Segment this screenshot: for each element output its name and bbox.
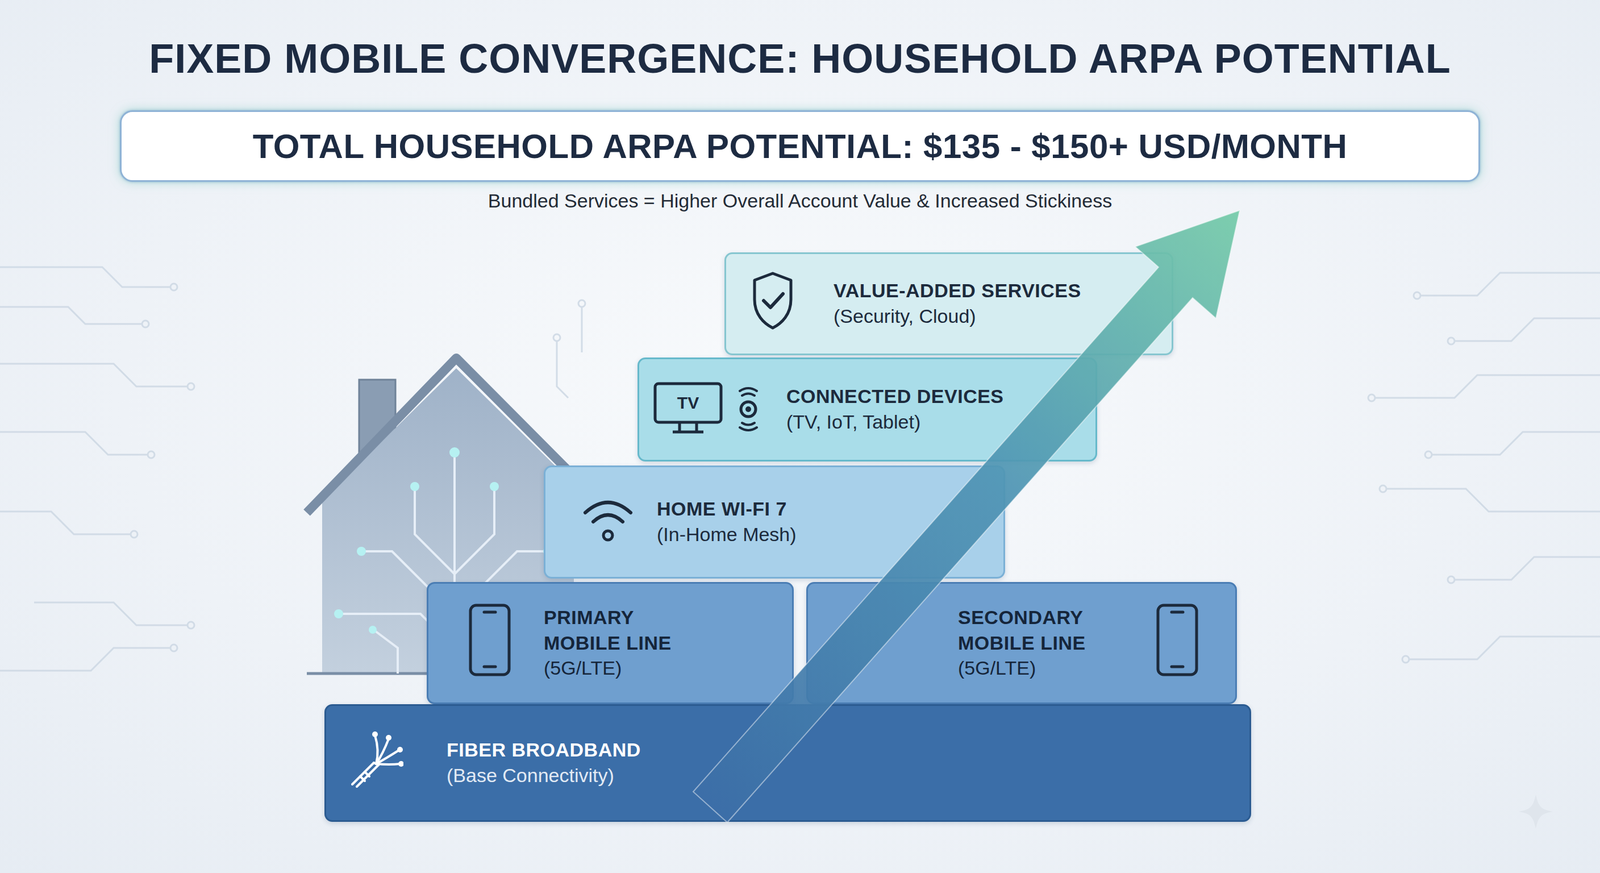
layer-icon <box>1155 602 1199 679</box>
icon-graphic <box>1155 602 1199 677</box>
text-column: PRIMARY MOBILE LINE(5G/LTE) <box>543 583 715 703</box>
service-layer-box: CONNECTED DEVICES(TV, IoT, Tablet) TV <box>637 357 1098 462</box>
layer-icon <box>581 495 635 546</box>
service-layer-box: HOME WI-FI 7(In-Home Mesh) <box>543 465 1006 579</box>
icon-label: TV <box>655 383 722 423</box>
service-layer-box: PRIMARY MOBILE LINE(5G/LTE) <box>426 581 794 704</box>
layer-icon <box>468 602 512 679</box>
total-arpa-text: TOTAL HOUSEHOLD ARPA POTENTIAL: $135 - $… <box>121 111 1479 181</box>
text-column: VALUE-ADDED SERVICES(Security, Cloud) <box>833 253 1082 354</box>
layer-detail: (5G/LTE) <box>543 655 715 682</box>
text-column: FIBER BROADBAND(Base Connectivity) <box>446 705 641 820</box>
layer-detail: (In-Home Mesh) <box>656 521 797 548</box>
layer-icon <box>653 381 768 441</box>
layer-heading: SECONDARY MOBILE LINE <box>957 604 1140 655</box>
text-column: CONNECTED DEVICES(TV, IoT, Tablet) <box>786 359 1004 460</box>
icon-graphic <box>468 602 512 677</box>
diagram-title: FIXED MOBILE CONVERGENCE: HOUSEHOLD ARPA… <box>0 35 1600 82</box>
layer-heading: HOME WI-FI 7 <box>656 496 797 522</box>
layer-icon <box>752 271 794 333</box>
layer-detail: (Base Connectivity) <box>446 762 641 789</box>
layer-heading: FIBER BROADBAND <box>446 736 641 762</box>
icon-graphic <box>348 730 404 788</box>
layer-detail: (Security, Cloud) <box>833 303 1082 330</box>
icon-graphic <box>653 381 768 439</box>
layer-detail: (5G/LTE) <box>957 655 1140 682</box>
text-column: SECONDARY MOBILE LINE(5G/LTE) <box>957 583 1140 703</box>
layer-icon <box>348 730 404 790</box>
layer-detail: (TV, IoT, Tablet) <box>786 409 1004 436</box>
service-layer-box: VALUE-ADDED SERVICES(Security, Cloud) <box>724 252 1174 356</box>
layer-heading: VALUE-ADDED SERVICES <box>833 277 1082 303</box>
service-layer-box: SECONDARY MOBILE LINE(5G/LTE) <box>806 581 1237 704</box>
icon-graphic <box>581 495 635 544</box>
service-layer-box: FIBER BROADBAND(Base Connectivity) <box>324 703 1252 822</box>
text-column: HOME WI-FI 7(In-Home Mesh) <box>656 467 797 577</box>
layer-heading: CONNECTED DEVICES <box>786 383 1004 409</box>
subtitle-label: Bundled Services = Higher Overall Accoun… <box>0 189 1600 212</box>
icon-graphic <box>752 271 794 331</box>
layer-heading: PRIMARY MOBILE LINE <box>543 604 715 655</box>
total-arpa-box: TOTAL HOUSEHOLD ARPA POTENTIAL: $135 - $… <box>119 110 1481 182</box>
